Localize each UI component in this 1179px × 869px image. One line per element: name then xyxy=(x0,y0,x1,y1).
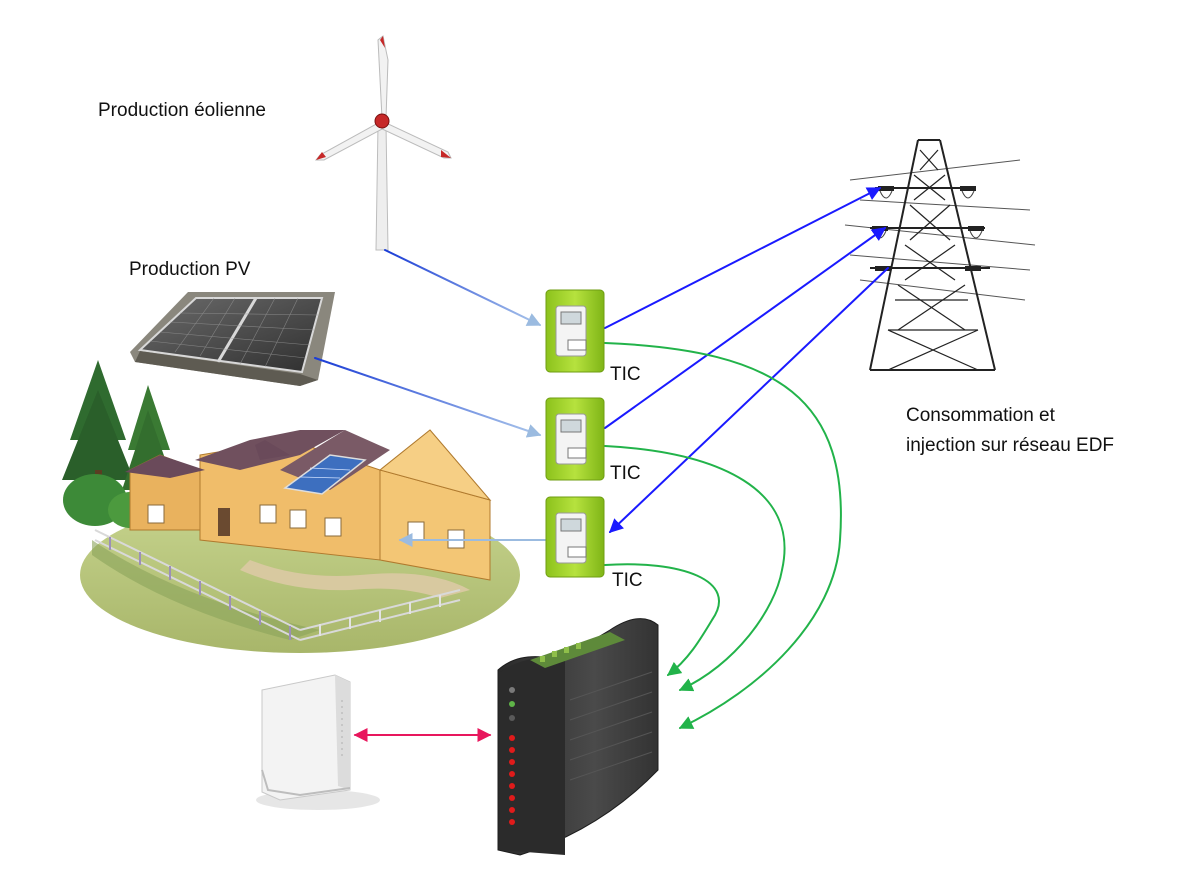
data-logger-icon xyxy=(497,618,659,856)
arrow-meter-3-to-logger xyxy=(604,563,720,676)
grid-label-line-2: injection sur réseau EDF xyxy=(906,435,1115,456)
pv-production-label: Production PV xyxy=(129,259,251,280)
solar-panel-icon xyxy=(130,292,335,386)
flow-arrows xyxy=(314,187,889,742)
electric-meter-icon xyxy=(545,397,605,481)
arrow-wind-to-meter-1 xyxy=(384,249,542,326)
wind-turbine-icon xyxy=(314,35,452,251)
arrow-pv-to-meter-2 xyxy=(314,357,542,438)
arrow-meter-1-to-logger xyxy=(604,342,842,729)
tic-label-1: TIC xyxy=(610,364,641,385)
arrow-grid-to-meter-3 xyxy=(608,267,889,533)
tic-label-3: TIC xyxy=(612,570,643,591)
arrow-meter-2-to-logger xyxy=(604,445,786,692)
internet-box-icon xyxy=(256,674,380,810)
electric-meter-icon xyxy=(545,496,605,578)
arrow-meter-2-to-grid xyxy=(604,227,887,429)
grid-label-line-1: Consommation et xyxy=(906,405,1055,426)
arrow-meter-1-to-grid xyxy=(604,187,882,329)
tic-label-2: TIC xyxy=(610,463,641,484)
grid-label: Consommation et injection sur réseau EDF xyxy=(906,401,1166,461)
wind-production-label: Production éolienne xyxy=(98,100,266,121)
electric-meter-icon xyxy=(545,289,605,373)
power-pylon-icon xyxy=(844,139,1036,371)
